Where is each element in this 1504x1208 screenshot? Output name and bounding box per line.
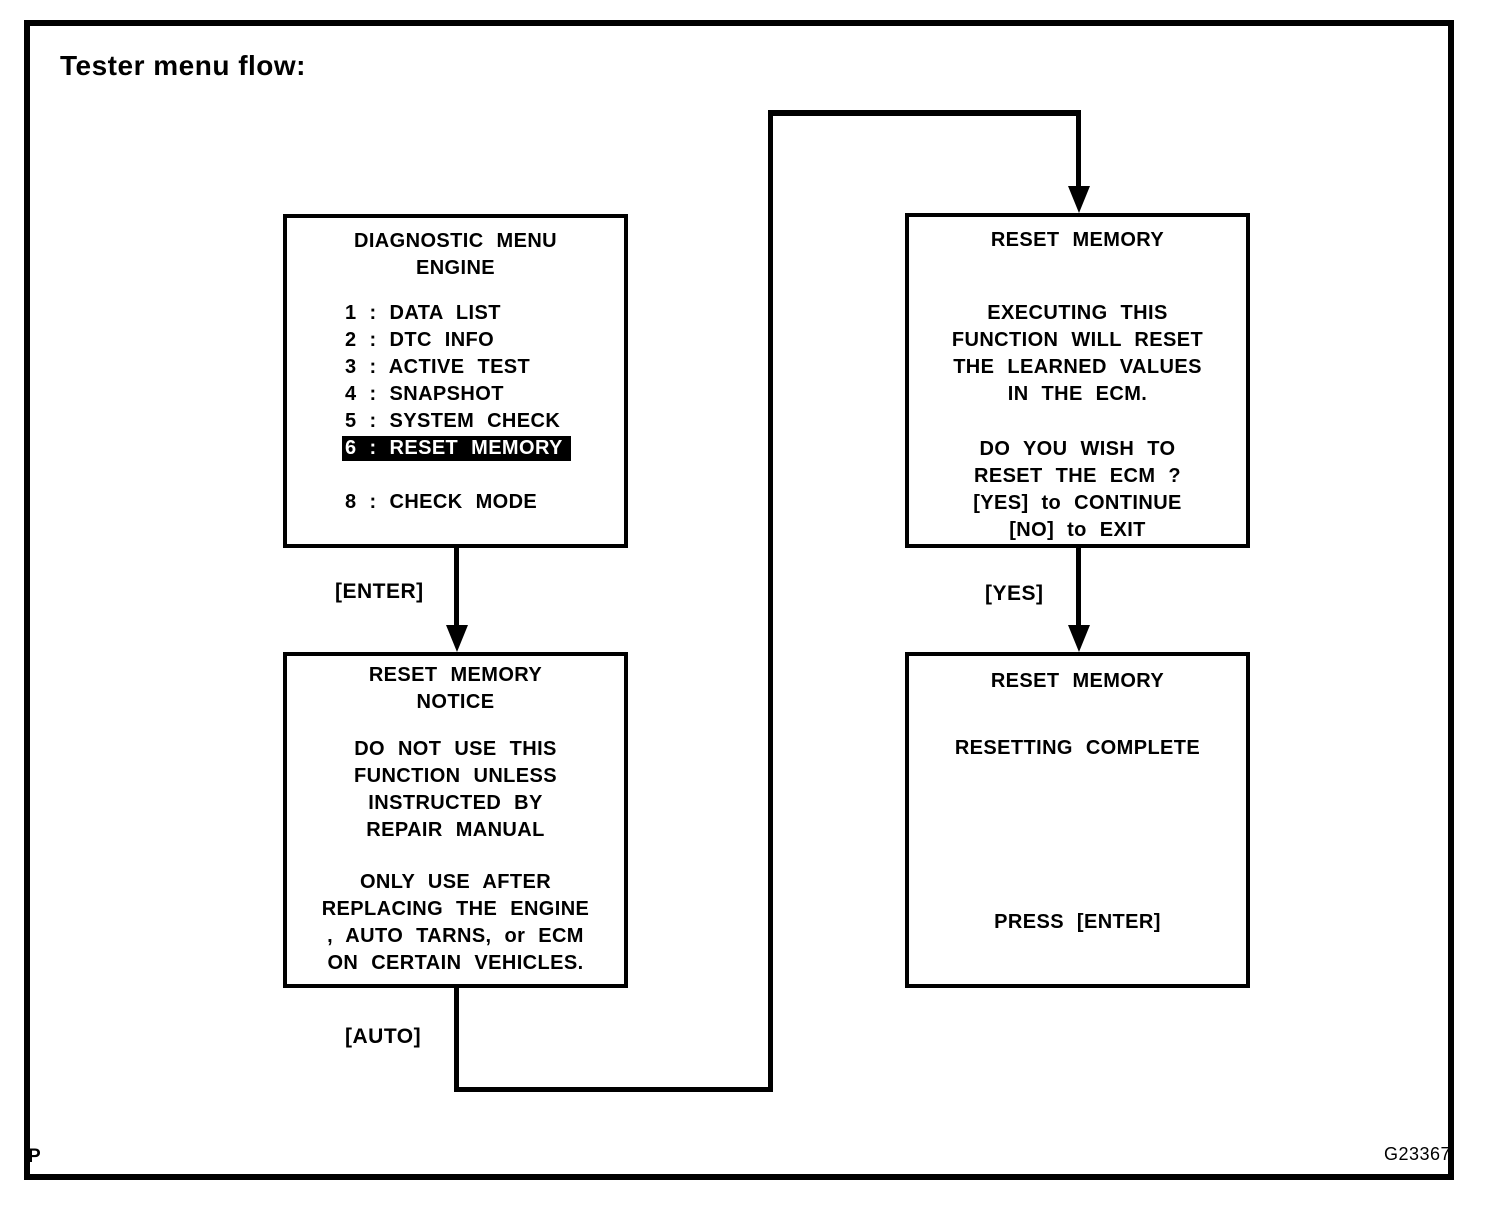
notice-paragraph: DO NOT USE THIS FUNCTION UNLESS INSTRUCT… bbox=[287, 736, 624, 844]
page-marker: P bbox=[28, 1146, 41, 1167]
text-line: THE LEARNED VALUES bbox=[953, 356, 1202, 378]
text-line: FUNCTION UNLESS bbox=[354, 765, 557, 787]
screen-diagnostic-menu: DIAGNOSTIC MENU ENGINE 1 : DATA LIST 2 :… bbox=[283, 214, 628, 548]
menu-item-active-test: 3 : ACTIVE TEST bbox=[345, 356, 531, 378]
arrow-down-icon bbox=[1068, 186, 1090, 213]
arrow-down-icon bbox=[446, 625, 468, 652]
connector-line bbox=[768, 110, 1081, 116]
confirm-paragraph: DO YOU WISH TO RESET THE ECM ? [YES] to … bbox=[909, 436, 1246, 544]
text-line: RESET THE ECM ? bbox=[973, 465, 1181, 487]
connector-line bbox=[1076, 548, 1081, 626]
screen-title-line: ENGINE bbox=[415, 257, 496, 279]
text-line: ONLY USE AFTER bbox=[359, 871, 552, 893]
confirm-paragraph: EXECUTING THIS FUNCTION WILL RESET THE L… bbox=[909, 300, 1246, 408]
diagnostic-menu-list: 1 : DATA LIST 2 : DTC INFO 3 : ACTIVE TE… bbox=[342, 300, 624, 516]
figure-id: G23367 bbox=[1384, 1144, 1452, 1164]
connector-line bbox=[454, 1087, 773, 1092]
menu-item-system-check: 5 : SYSTEM CHECK bbox=[345, 410, 561, 432]
flow-label-yes: [YES] bbox=[985, 582, 1044, 605]
text-line: [NO] to EXIT bbox=[1009, 519, 1146, 541]
status-text: RESETTING COMPLETE bbox=[954, 737, 1201, 759]
screen-title-line: NOTICE bbox=[416, 691, 495, 713]
connector-line bbox=[768, 110, 773, 1092]
figure-title: Tester menu flow: bbox=[60, 50, 307, 81]
screen-reset-memory-complete: RESET MEMORY RESETTING COMPLETE PRESS [E… bbox=[905, 652, 1250, 988]
selected-menu-item-highlight: 6 : RESET MEMORY bbox=[342, 436, 571, 461]
text-line: , AUTO TARNS, or ECM bbox=[327, 925, 584, 947]
figure-border bbox=[24, 20, 1454, 1180]
screen-reset-memory-notice: RESET MEMORY NOTICE DO NOT USE THIS FUNC… bbox=[283, 652, 628, 988]
screen-reset-memory-confirm: RESET MEMORY EXECUTING THIS FUNCTION WIL… bbox=[905, 213, 1250, 548]
text-line: DO NOT USE THIS bbox=[354, 738, 557, 760]
connector-line bbox=[1076, 110, 1081, 188]
text-line: INSTRUCTED BY bbox=[368, 792, 543, 814]
menu-item-snapshot: 4 : SNAPSHOT bbox=[345, 383, 504, 405]
screen-title-line: RESET MEMORY bbox=[368, 664, 543, 686]
menu-item-check-mode: 8 : CHECK MODE bbox=[345, 491, 538, 513]
flow-label-enter: [ENTER] bbox=[335, 580, 424, 603]
menu-item-data-list: 1 : DATA LIST bbox=[345, 302, 501, 324]
notice-paragraph: ONLY USE AFTER REPLACING THE ENGINE , AU… bbox=[287, 869, 624, 977]
text-line: IN THE ECM. bbox=[1007, 383, 1148, 405]
text-line: REPLACING THE ENGINE bbox=[321, 898, 590, 920]
flow-label-auto: [AUTO] bbox=[345, 1025, 422, 1048]
screen-title-line: RESET MEMORY bbox=[990, 670, 1165, 692]
menu-item-dtc-info: 2 : DTC INFO bbox=[345, 329, 495, 351]
text-line: DO YOU WISH TO bbox=[979, 438, 1176, 460]
text-line: ON CERTAIN VEHICLES. bbox=[327, 952, 584, 974]
menu-item-reset-memory-selected: 6 : RESET MEMORY bbox=[342, 435, 624, 462]
footer-text: PRESS [ENTER] bbox=[994, 911, 1161, 933]
arrow-down-icon bbox=[1068, 625, 1090, 652]
text-line: FUNCTION WILL RESET bbox=[951, 329, 1204, 351]
text-line: EXECUTING THIS bbox=[987, 302, 1168, 324]
text-line: REPAIR MANUAL bbox=[366, 819, 545, 841]
screen-title-line: DIAGNOSTIC MENU bbox=[354, 230, 557, 252]
connector-line bbox=[454, 988, 459, 1092]
connector-line bbox=[454, 548, 459, 626]
screen-title-line: RESET MEMORY bbox=[990, 229, 1165, 251]
text-line: [YES] to CONTINUE bbox=[973, 492, 1182, 514]
